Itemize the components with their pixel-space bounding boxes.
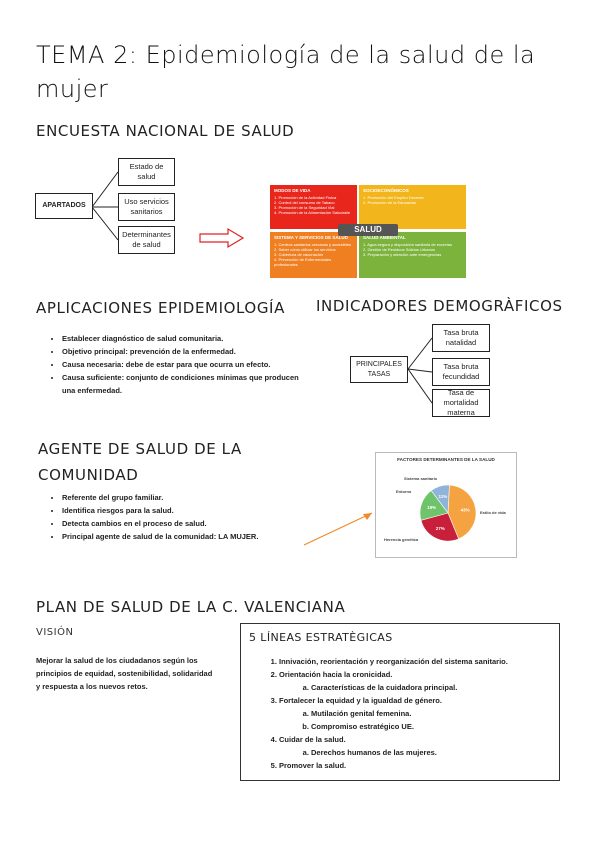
- page-title: TEMA 2: Epidemiología de la salud de la …: [36, 41, 536, 103]
- lineas-heading: 5 LÍNEAS ESTRATÈGICAS: [249, 631, 393, 644]
- estado-salud-box: Estado de salud: [118, 158, 175, 186]
- indicadores-connectors: [407, 337, 433, 404]
- agente-list: Referente del grupo familiar. Identifica…: [40, 491, 320, 543]
- apartados-box: APARTADOS: [35, 193, 93, 219]
- list-item: Referente del grupo familiar.: [62, 491, 320, 504]
- slice-category-label: Sistema sanitario: [404, 476, 438, 481]
- tasa-mortalidad-box: Tasa de mortalidad materna: [432, 388, 490, 417]
- tasa-fecundidad-box: Tasa bruta fecundidad: [432, 358, 490, 386]
- aplicaciones-heading: APLICACIONES EPIDEMIOLOGÍA: [36, 299, 285, 317]
- list-item: Derechos humanos de las mujeres.: [311, 746, 559, 759]
- arrow-right-icon: [199, 227, 245, 249]
- plan-heading: PLAN DE SALUD DE LA C. VALENCIANA: [36, 598, 346, 616]
- list-item: Innivación, reorientación y reorganizaci…: [279, 655, 559, 668]
- encuesta-heading: ENCUESTA NACIONAL DE SALUD: [36, 122, 295, 140]
- chart-title: FACTORES DETERMINANTES DE LA SALUD: [397, 457, 495, 462]
- lineas-box: 5 LÍNEAS ESTRATÈGICAS Innivación, reorie…: [240, 623, 560, 781]
- list-item: Compromiso estratégico UE.: [311, 720, 559, 733]
- vision-heading: VISIÓN: [36, 627, 74, 638]
- principales-tasas-box: PRINCIPALES TASAS: [350, 356, 408, 383]
- list-item: Promover la salud.: [279, 759, 559, 772]
- salud-center-label: SALUD: [338, 224, 398, 236]
- quadrant-salud-ambiental: SALUD AMBIENTAL 1. Agua segura y disposi…: [359, 232, 466, 278]
- arrowhead-icon: [363, 513, 372, 520]
- uso-servicios-box: Uso servicios sanitarios: [118, 193, 175, 221]
- vision-text: Mejorar la salud de los ciudadanos según…: [36, 656, 213, 691]
- slice-category-label: Entorno: [396, 489, 412, 494]
- quadrant-sistema-salud: SISTEMA Y SERVICIOS DE SALUD 1. Centros …: [270, 232, 357, 278]
- list-item: Objetivo principal: prevención de la enf…: [62, 345, 300, 358]
- list-item: Causa necesaria: debe de estar para que …: [62, 358, 300, 371]
- indicadores-heading: INDICADORES DEMOGRÀFICOS: [316, 297, 563, 315]
- slice-category-label: Estilo de vida: [480, 510, 507, 515]
- encuesta-connectors: [91, 171, 245, 249]
- list-item: Detecta cambios en el proceso de salud.: [62, 517, 320, 530]
- list-item: Fortalecer la equidad y la igualdad de g…: [279, 694, 559, 733]
- pie-chart-frame: FACTORES DETERMINANTES DE LA SALUD 43% Es…: [375, 452, 517, 558]
- list-item: Identifica riesgos para la salud.: [62, 504, 320, 517]
- salud-determinants-graphic: MODOS DE VIDA 1. Promoción de la Activid…: [270, 185, 466, 278]
- determinantes-box: Determinantes de salud: [118, 226, 175, 254]
- aplicaciones-list: Establecer diagnóstico de salud comunita…: [40, 332, 300, 397]
- list-item: Establecer diagnóstico de salud comunita…: [62, 332, 300, 345]
- list-item: Mutilación genital femenina.: [311, 707, 559, 720]
- pie-slice: [430, 484, 450, 514]
- slice-category-label: Herencia genética: [384, 537, 419, 542]
- quadrant-socioeconomicos: SOCIOECONÓMICOS 1. Promoción del Empleo …: [359, 185, 466, 229]
- lineas-list: Innivación, reorientación y reorganizaci…: [241, 655, 559, 772]
- tasa-natalidad-box: Tasa bruta natalidad: [432, 324, 490, 352]
- slice-value-label: 43%: [461, 508, 470, 513]
- agente-heading: AGENTE DE SALUD DE LA COMUNIDAD: [38, 440, 242, 484]
- list-item: Principal agente de salud de la comunida…: [62, 530, 320, 543]
- list-item: Características de la cuidadora principa…: [311, 681, 559, 694]
- pie-slice: [447, 484, 477, 540]
- orange-arrow: [303, 512, 373, 546]
- list-item: Causa suficiente: conjunto de condicione…: [62, 371, 300, 397]
- list-item: Orientación hacia la cronicidad. Caracte…: [279, 668, 559, 694]
- slice-value-label: 27%: [436, 526, 445, 531]
- quadrant-modos-vida: MODOS DE VIDA 1. Promoción de la Activid…: [270, 185, 357, 229]
- pie-chart: 43% Estilo de vida 27% Herencia genética 19%…: [384, 476, 507, 542]
- slice-value-label: 19%: [427, 505, 436, 510]
- pie-slice: [420, 512, 460, 542]
- list-item: Cuidar de la salud. Derechos humanos de …: [279, 733, 559, 759]
- slice-value-label: 11%: [439, 494, 448, 499]
